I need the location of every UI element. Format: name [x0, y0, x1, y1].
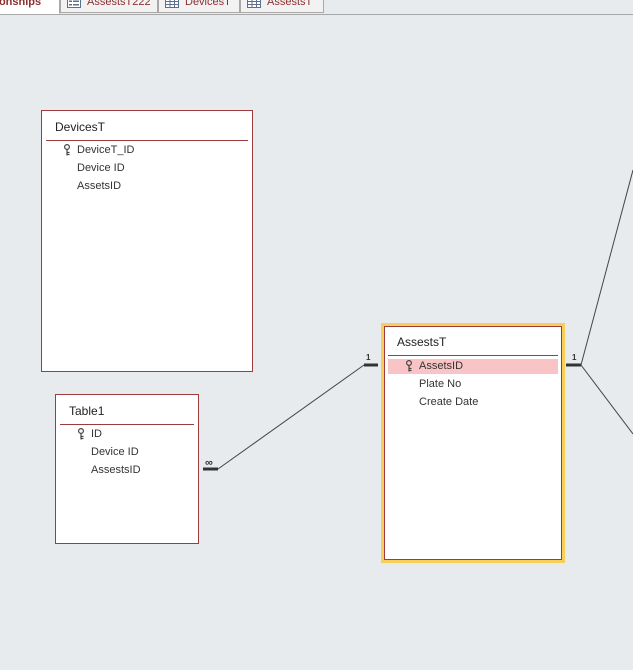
table-box-assests-t[interactable]: AssestsT AssetsID Plate No Create Date [381, 323, 565, 563]
tab-devices-t[interactable]: DevicesT [158, 0, 240, 13]
relationship-line-assests-lower[interactable] [580, 364, 633, 435]
cardinality-one-assests-right: 1 [572, 353, 577, 362]
field-name: AssetsID [77, 180, 122, 192]
tab-relationships-label: Relationships [0, 0, 42, 8]
tab-assests-t222-label: AssestsT222 [87, 0, 151, 8]
field-name: Plate No [419, 378, 462, 390]
tab-devices-t-label: DevicesT [185, 0, 231, 8]
cardinality-one-assests-left: 1 [366, 353, 371, 362]
table-title-divider [46, 140, 248, 141]
table-icon [247, 0, 261, 8]
field-row[interactable]: Device ID [60, 445, 194, 460]
field-name: DeviceT_ID [77, 144, 135, 156]
table-title: DevicesT [55, 120, 106, 134]
table-title-divider [60, 424, 194, 425]
primary-key-icon [406, 360, 412, 372]
field-name: ID [91, 428, 102, 440]
tab-assests-t222[interactable]: AssestsT222 [60, 0, 158, 13]
document-tab-strip: Relationships AssestsT222 [0, 0, 633, 15]
field-row[interactable]: Device ID [46, 161, 248, 176]
primary-key-icon [78, 428, 84, 440]
table-title-divider [388, 355, 558, 356]
tab-assests-t-label: AssestsT [267, 0, 313, 8]
field-row[interactable]: DeviceT_ID [46, 143, 248, 158]
field-row-selected[interactable]: AssetsID [388, 359, 558, 374]
field-row[interactable]: AssetsID [46, 179, 248, 194]
table-title: Table1 [69, 404, 105, 418]
field-row[interactable]: ID [60, 427, 194, 442]
field-name: Create Date [419, 396, 479, 408]
field-name: AssestsID [91, 464, 141, 476]
field-name: Device ID [91, 446, 139, 458]
table-box-table1[interactable]: Table1 ID Device ID AssestsID [55, 394, 199, 544]
field-name: Device ID [77, 162, 125, 174]
field-row[interactable]: AssestsID [60, 463, 194, 478]
tab-relationships[interactable]: Relationships [0, 0, 60, 14]
tab-assests-t[interactable]: AssestsT [240, 0, 324, 13]
field-row[interactable]: Plate No [388, 377, 558, 392]
table-box-devices-t[interactable]: DevicesT DeviceT_ID Device ID AssetsID [41, 110, 253, 372]
form-icon [67, 0, 81, 8]
field-row[interactable]: Create Date [388, 395, 558, 410]
table-icon [165, 0, 179, 8]
primary-key-icon [64, 144, 70, 156]
relationship-line-assests-upper[interactable] [580, 169, 633, 366]
field-name: AssetsID [419, 360, 464, 372]
cardinality-many-table1: ∞ [205, 457, 213, 469]
relationship-line-table1-assests[interactable] [217, 364, 365, 470]
table-title: AssestsT [397, 335, 447, 349]
